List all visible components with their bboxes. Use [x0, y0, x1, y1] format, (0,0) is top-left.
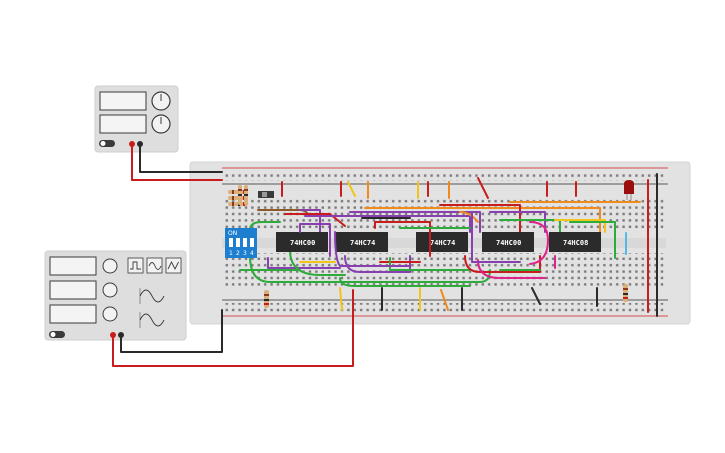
square-wave-icon[interactable]	[127, 257, 144, 274]
resistor[interactable]	[623, 284, 628, 302]
frequency-display	[49, 256, 97, 276]
ic-chip-5[interactable]: 74HC08	[549, 232, 601, 252]
function-generator[interactable]	[44, 250, 187, 341]
resistor	[244, 185, 248, 205]
wire-red-supply	[131, 146, 223, 181]
led[interactable]	[624, 180, 634, 200]
fg-negative-terminal[interactable]	[118, 332, 124, 338]
wire-black-fg	[120, 309, 223, 353]
dip-switch-on-label: ON	[228, 230, 237, 237]
dip-toggle-3[interactable]	[243, 238, 247, 247]
offset-knob[interactable]	[102, 306, 118, 322]
amplitude-knob[interactable]	[102, 282, 118, 298]
current-display	[99, 114, 147, 134]
ic-chip-2[interactable]: 74HC74	[336, 232, 388, 252]
amplitude-display	[49, 280, 97, 300]
negative-terminal[interactable]	[137, 141, 143, 147]
chip-label: 74HC74	[430, 239, 455, 247]
chip-label: 74HC74	[350, 239, 375, 247]
wires[interactable]	[112, 146, 658, 367]
chip-label: 74HC00	[496, 239, 521, 247]
resistor[interactable]	[264, 290, 269, 308]
positive-terminal[interactable]	[129, 141, 135, 147]
frequency-knob[interactable]	[102, 258, 118, 274]
wire-red-fg	[112, 289, 354, 367]
ic-chip-4[interactable]: 74HC00	[482, 232, 534, 252]
dip-number-4: 4	[250, 250, 254, 257]
resistor	[238, 185, 242, 205]
sine-wave-icon[interactable]	[146, 257, 163, 274]
dip-toggle-1[interactable]	[229, 238, 233, 247]
dip-number-1: 1	[229, 250, 233, 257]
power-supply[interactable]	[94, 85, 179, 153]
ic-chip-3[interactable]: 74HC74	[416, 232, 468, 252]
fg-positive-terminal[interactable]	[110, 332, 116, 338]
chip-label: 74HC00	[290, 239, 315, 247]
ic-chip-1[interactable]: 74HC00	[276, 232, 328, 252]
offset-display	[49, 304, 97, 324]
dip-number-2: 2	[236, 250, 240, 257]
dip-toggle-4[interactable]	[250, 238, 254, 247]
waveform-preview-icon	[139, 288, 165, 328]
dip-number-3: 3	[243, 250, 247, 257]
voltage-display	[99, 91, 147, 111]
wire-black-supply	[139, 146, 223, 173]
triangle-wave-icon[interactable]	[165, 257, 182, 274]
resistor-array[interactable]	[228, 185, 248, 206]
chip-label: 74HC08	[563, 239, 588, 247]
dip-toggle-2[interactable]	[236, 238, 240, 247]
dip-switch[interactable]: ON 1 2 3 4	[225, 228, 257, 258]
